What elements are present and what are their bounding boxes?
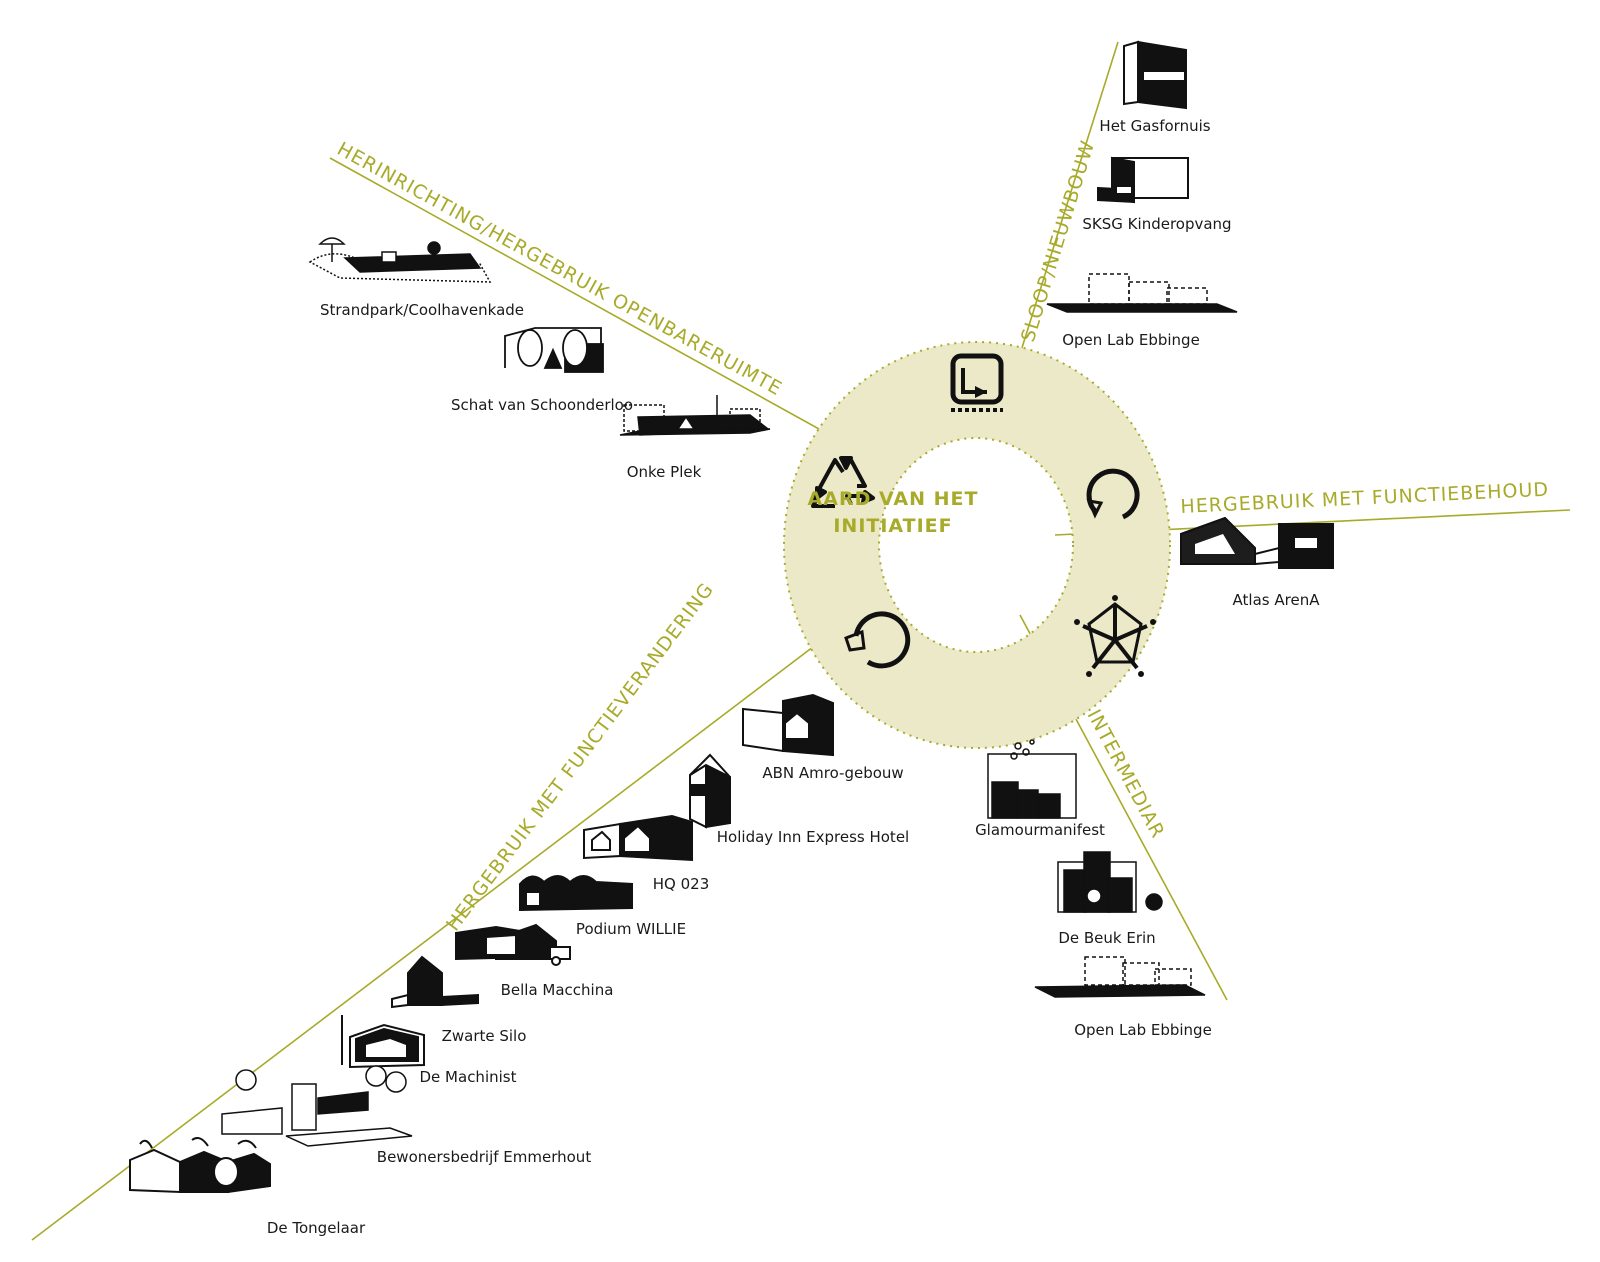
change-loop-icon bbox=[844, 611, 911, 669]
debeuk-icon bbox=[1057, 851, 1163, 913]
rebuild-icon bbox=[950, 353, 1004, 412]
axis-lines bbox=[31, 41, 1571, 1241]
reuse-loop-icon bbox=[1086, 468, 1140, 520]
atlas-icon bbox=[1180, 516, 1334, 569]
label-abn-amro-gebouw: ABN Amro-gebouw bbox=[762, 764, 904, 782]
label-holiday-inn: Holiday Inn Express Hotel bbox=[716, 828, 910, 846]
building-openlab2-icon bbox=[1034, 956, 1206, 998]
label-onke-plek: Onke Plek bbox=[626, 463, 702, 481]
schat-icon bbox=[504, 327, 604, 373]
network-icon bbox=[1074, 595, 1156, 677]
building-gasfornuis-icon bbox=[1123, 40, 1187, 110]
center-label: AARD VAN HET INITIATIEF bbox=[793, 486, 993, 540]
bella-icon bbox=[455, 923, 571, 966]
center-label-line1: AARD VAN HET bbox=[807, 488, 979, 510]
label-zwarte-silo: Zwarte Silo bbox=[441, 1027, 527, 1045]
bewoners-icon bbox=[221, 1065, 413, 1147]
axis-line-herinrichting bbox=[329, 157, 894, 471]
label-de-beuk-erin: De Beuk Erin bbox=[1058, 929, 1156, 947]
hq-icon bbox=[583, 814, 693, 862]
axis-line-functieverandering bbox=[31, 589, 889, 1241]
label-podium-willie: Podium WILLIE bbox=[575, 920, 687, 938]
label-strandpark: Strandpark/Coolhavenkade bbox=[319, 301, 525, 319]
label-bella-macchina: Bella Macchina bbox=[500, 981, 614, 999]
ring-inner-dots bbox=[878, 437, 1074, 653]
onke-icon bbox=[619, 395, 771, 436]
tongelaar-icon bbox=[129, 1137, 271, 1194]
label-sksg-kinderopvang: SKSG Kinderopvang bbox=[1082, 215, 1232, 233]
label-atlas-arena: Atlas ArenA bbox=[1232, 591, 1320, 609]
initiative-ring bbox=[783, 341, 1171, 749]
ring-outer-dots bbox=[783, 341, 1171, 749]
building-sksg-icon bbox=[1097, 156, 1189, 204]
ring-band bbox=[784, 342, 1170, 748]
label-het-gasfornuis: Het Gasfornuis bbox=[1099, 117, 1211, 135]
abn-icon bbox=[742, 693, 834, 757]
label-schat-van-schoonderloo: Schat van Schoonderloo bbox=[450, 396, 634, 414]
label-bewonersbedrijf-emmerhout: Bewonersbedrijf Emmerhout bbox=[376, 1148, 592, 1166]
glamour-icon bbox=[987, 739, 1077, 819]
willie-icon bbox=[519, 875, 633, 912]
center-label-line2: INITIATIEF bbox=[833, 515, 953, 537]
label-glamourmanifest: Glamourmanifest bbox=[975, 821, 1105, 839]
label-de-machinist: De Machinist bbox=[419, 1068, 517, 1086]
holiday-icon bbox=[689, 753, 731, 829]
label-de-tongelaar: De Tongelaar bbox=[266, 1219, 366, 1237]
zwarte-icon bbox=[391, 955, 479, 1009]
label-open-lab-ebbinge-1: Open Lab Ebbinge bbox=[1062, 331, 1200, 349]
strandpark-icon bbox=[308, 237, 492, 283]
building-openlab1-icon bbox=[1046, 273, 1238, 313]
recycle-icon bbox=[811, 456, 875, 508]
machinist-icon bbox=[341, 1015, 425, 1069]
label-hq-023: HQ 023 bbox=[652, 875, 710, 893]
label-open-lab-ebbinge-2: Open Lab Ebbinge bbox=[1074, 1021, 1212, 1039]
